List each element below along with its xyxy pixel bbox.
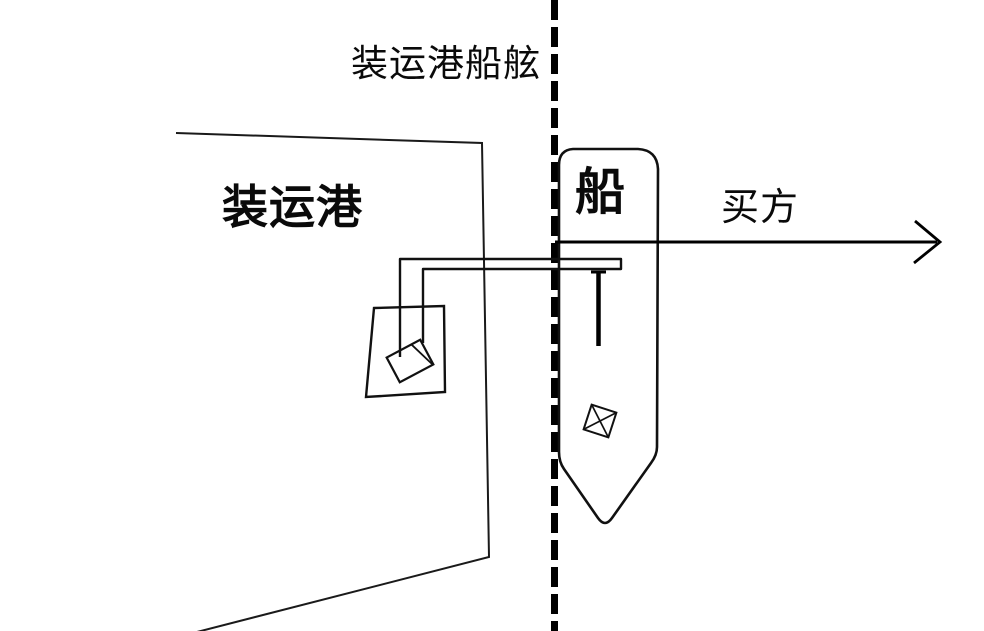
- buyer-arrowhead: [913, 219, 943, 265]
- ship-label: 船: [575, 163, 625, 221]
- dock-outline: [175, 132, 491, 631]
- dock-label: 装运港: [222, 180, 363, 234]
- ship-outline: [557, 147, 660, 525]
- package-icon: [385, 338, 435, 384]
- hanging-hook-icon: [591, 270, 606, 346]
- envelope-package-icon: [582, 403, 618, 439]
- buyer-label: 买方: [721, 185, 800, 229]
- crane-loading-line: [398, 257, 623, 357]
- cargo-box: [364, 304, 447, 399]
- ship-rail-title: 装运港船舷: [351, 42, 541, 85]
